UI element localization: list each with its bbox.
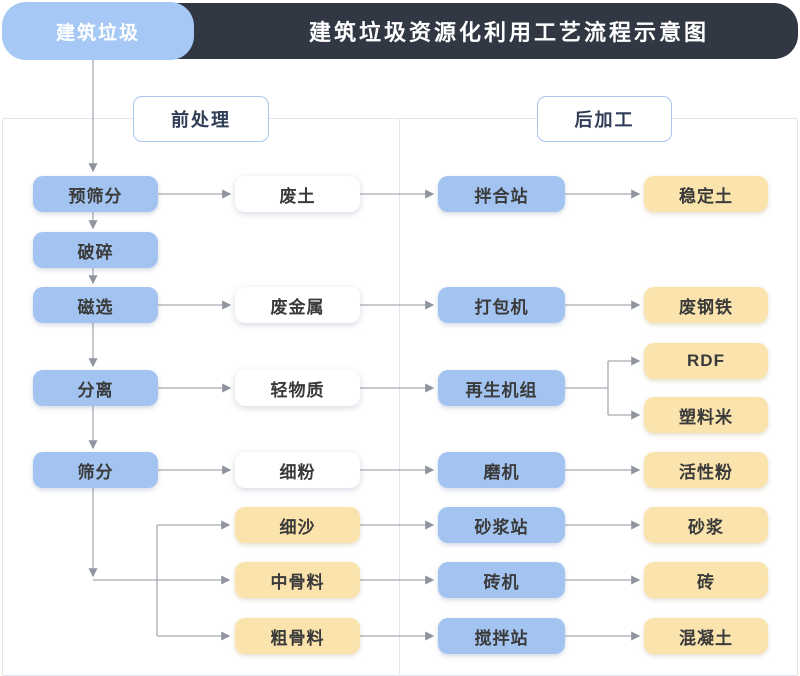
flow-node-waste-metal: 废金属 <box>235 287 360 323</box>
flow-node-mill: 磨机 <box>438 452 565 488</box>
root-node-label: 建筑垃圾 <box>55 22 140 44</box>
flow-node-stirring-plant: 搅拌站 <box>438 618 565 654</box>
flow-node-waste-soil: 废土 <box>235 176 360 212</box>
flow-node-magnetic-separation: 磁选 <box>33 287 158 323</box>
flow-node-pre-screen: 预筛分 <box>33 176 158 212</box>
flow-node-baler: 打包机 <box>438 287 565 323</box>
section-chip-pretreatment: 前处理 <box>133 96 269 142</box>
flow-node-concrete: 混凝土 <box>644 618 768 654</box>
flow-node-regeneration-unit: 再生机组 <box>438 370 565 406</box>
flow-node-mixing-plant: 拌合站 <box>438 176 565 212</box>
flow-node-active-powder: 活性粉 <box>644 452 768 488</box>
flow-node-mortar-plant: 砂浆站 <box>438 507 565 543</box>
flow-node-stabilized-soil: 稳定土 <box>644 176 768 212</box>
flow-node-rdf: RDF <box>644 343 768 379</box>
page-title: 建筑垃圾资源化利用工艺流程示意图 <box>308 20 709 45</box>
flow-node-brick-machine: 砖机 <box>438 562 565 598</box>
section-chip-postprocessing: 后加工 <box>537 96 672 142</box>
flow-node-separation: 分离 <box>33 370 158 406</box>
flow-node-brick: 砖 <box>644 562 768 598</box>
flow-node-light-material: 轻物质 <box>235 370 360 406</box>
flow-node-plastic-pellets: 塑料米 <box>644 397 768 433</box>
panel-divider <box>399 119 400 674</box>
root-node-construction-waste: 建筑垃圾 <box>2 2 194 60</box>
flow-node-mortar: 砂浆 <box>644 507 768 543</box>
flow-node-fine-powder: 细粉 <box>235 452 360 488</box>
flow-node-crush: 破碎 <box>33 232 158 268</box>
flow-node-coarse-aggregate: 粗骨料 <box>235 618 360 654</box>
flow-node-medium-aggregate: 中骨料 <box>235 562 360 598</box>
flow-node-screening: 筛分 <box>33 452 158 488</box>
flow-node-fine-sand: 细沙 <box>235 507 360 543</box>
flow-node-scrap-steel: 废钢铁 <box>644 287 768 323</box>
